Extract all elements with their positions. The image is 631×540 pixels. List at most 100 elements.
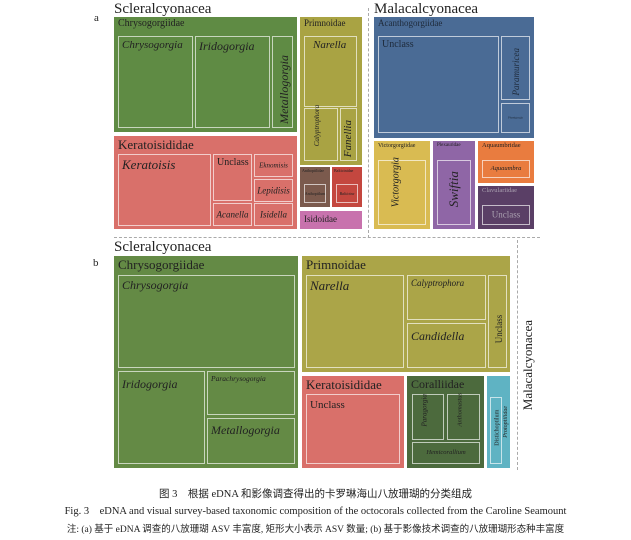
genus-unclass: Unclass <box>488 275 507 368</box>
panel-label-a: a <box>94 12 99 24</box>
genus-label: Parachrysogorgia <box>211 374 266 383</box>
family-label: Chrysogorgiidae <box>118 257 205 272</box>
genus-label: Distichoptilum <box>494 409 501 446</box>
family-label: Isidoidae <box>304 214 337 224</box>
genus-balticina: Balticina <box>336 184 358 203</box>
divider-vertical-b <box>517 240 518 470</box>
family-aquaumbridae-a: Aquaumbridae Aquaumbra <box>478 141 534 183</box>
genus-calyptrophora: Calyptrophora <box>304 104 338 161</box>
genus-iridogorgia: Iridogorgia <box>195 36 270 128</box>
genus-narella: Narella <box>304 36 357 107</box>
genus-label: Swiftia <box>446 170 461 207</box>
family-label: Acanthogorgiidae <box>378 18 443 28</box>
genus-label: Lepidisis <box>257 185 290 195</box>
family-isidoidae-a: Isidoidae <box>300 211 362 229</box>
genus-metallogorgia: Metallogorgia <box>272 36 293 128</box>
genus-label: Keratoisis <box>122 157 176 172</box>
family-chrysogorgiidae-a: Chrysogorgiidae Chrysogorgia Iridogorgia… <box>114 17 297 132</box>
family-label: Primnoidae <box>304 18 346 28</box>
genus-label: Iridogorgia <box>122 377 178 391</box>
genus-fanellia: Fanellia <box>340 108 357 161</box>
family-label: Clavulariidae <box>482 187 518 194</box>
genus-metallogorgia: Metallogorgia <box>207 418 295 464</box>
divider-horizontal <box>114 237 540 238</box>
genus-label: Candidella <box>411 329 465 343</box>
genus-anthomastus: Anthomastus <box>447 392 480 440</box>
genus-swiftia: Swiftia <box>437 160 471 225</box>
genus-label: Anthoptilum <box>304 190 326 196</box>
genus-label: Chrysogorgia <box>122 39 183 51</box>
genus-plumigorgia: Plumigorgia <box>501 103 530 133</box>
genus-label: Metallogorgia <box>277 55 291 124</box>
genus-label: Calyptrophora <box>411 278 465 288</box>
genus-label: Isidella <box>260 209 287 219</box>
genus-label: Anthomastus <box>455 392 463 427</box>
genus-unclass: Unclass <box>378 36 499 133</box>
family-acanthogorgiidae-a: Acanthogorgiidae Unclass Paramuricea Plu… <box>374 17 534 138</box>
genus-label: Calyptrophora <box>313 104 321 146</box>
genus-unclass: Unclass <box>213 154 252 201</box>
order-label-scleralcyonacea-b: Scleralcyonacea <box>114 239 212 255</box>
genus-anthoptilum: Anthoptilum <box>304 184 326 203</box>
genus-label: Unclass <box>491 209 521 220</box>
genus-lepidisis: Lepidisis <box>254 179 293 202</box>
family-protoptilidae-b: Protoptilidae Distichoptilum <box>487 376 510 468</box>
genus-label: Narella <box>313 39 347 51</box>
genus-label: Narella <box>310 278 350 293</box>
family-label: Victorgorgiidae <box>378 143 416 149</box>
family-keratoisididae-b: Keratoisididae Unclass <box>302 376 404 468</box>
family-label: Balticinidae <box>334 168 354 173</box>
panel-label-b: b <box>93 257 99 269</box>
family-label: Plexauridae <box>437 143 461 148</box>
divider-vertical-a <box>368 8 369 238</box>
genus-label: Victorgorgia <box>390 156 402 207</box>
genus-paragorgia: Paragorgia <box>412 394 444 440</box>
genus-distichoptilum: Distichoptilum <box>490 397 502 464</box>
genus-eknomisis: Eknomisis <box>254 154 293 177</box>
genus-candidella: Candidella <box>407 323 486 368</box>
genus-unclass: Unclass <box>306 394 400 464</box>
genus-victorgorgia: Victorgorgia <box>378 156 426 225</box>
genus-acanella: Acanella <box>213 203 252 226</box>
genus-label: Hemicorallium <box>426 448 466 456</box>
genus-label: Plumigorgia <box>508 115 523 120</box>
family-anthoptilidae-a: Anthoptilidae Anthoptilum <box>300 167 330 207</box>
genus-unclass: Unclass <box>482 205 530 225</box>
caption-en-title: Fig. 3 eDNA and visual survey-based taxo… <box>64 506 567 517</box>
genus-label: Paramuricea <box>511 47 521 96</box>
genus-label: Unclass <box>310 399 345 411</box>
family-label: Anthoptilidae <box>302 168 324 173</box>
family-label: Aquaumbridae <box>482 142 521 149</box>
genus-label: Unclass <box>493 314 504 343</box>
family-label: Chrysogorgiidae <box>118 18 185 29</box>
genus-label: Fanellia <box>342 119 354 157</box>
family-balticinidae-a: Balticinidae Balticina <box>332 167 362 207</box>
family-victorgorgiidae-a: Victorgorgiidae Victorgorgia <box>374 141 430 229</box>
genus-isidella: Isidella <box>254 203 293 226</box>
genus-label: Eknomisis <box>259 161 288 169</box>
genus-keratoisis: Keratoisis <box>118 154 211 226</box>
caption-note: 注: (a) 基于 eDNA 调查的八放珊瑚 ASV 丰富度, 矩形大小表示 A… <box>66 525 565 535</box>
genus-label: Acanella <box>216 209 249 219</box>
genus-label: Paragorgia <box>420 394 429 427</box>
genus-label: Iridogorgia <box>199 39 255 53</box>
family-primnoidae-b: Primnoidae Narella Calyptrophora Candide… <box>302 256 510 372</box>
genus-calyptrophora: Calyptrophora <box>407 275 486 320</box>
genus-label: Unclass <box>382 39 414 50</box>
order-label-malacalcyonacea-a: Malacalcyonacea <box>374 1 479 17</box>
family-label: Protoptilidae <box>503 406 509 438</box>
genus-label: Chrysogorgia <box>122 278 189 292</box>
family-label: Keratoisididae <box>118 137 194 152</box>
genus-iridogorgia: Iridogorgia <box>118 371 205 464</box>
order-label-malacalcyonacea-b: Malacalcyonacea <box>520 320 535 411</box>
family-plexauridae-a: Plexauridae Swiftia <box>433 141 475 229</box>
genus-label: Unclass <box>217 157 249 168</box>
genus-label: Aquaumbra <box>490 164 522 172</box>
family-label: Primnoidae <box>306 257 366 272</box>
genus-aquaumbra: Aquaumbra <box>482 160 530 178</box>
genus-chrysogorgia: Chrysogorgia <box>118 36 193 128</box>
genus-parachrysogorgia: Parachrysogorgia <box>207 371 295 415</box>
family-label: Keratoisididae <box>306 377 382 392</box>
genus-paramuricea: Paramuricea <box>501 36 530 100</box>
family-coralliidae-b: Coralliidae Paragorgia Anthomastus Hemic… <box>407 376 484 468</box>
